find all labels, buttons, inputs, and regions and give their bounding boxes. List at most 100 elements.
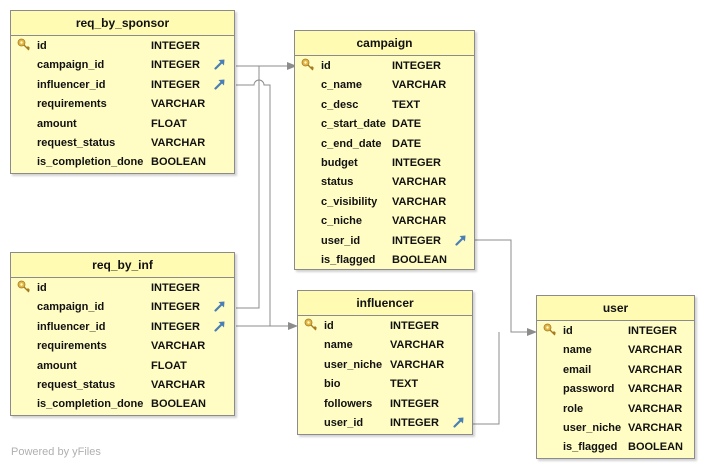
field-name: user_id (324, 417, 364, 429)
field-name: email (563, 363, 592, 376)
field-name: c_desc (321, 98, 359, 111)
field-type: DATE (392, 137, 422, 150)
field-name: name (324, 339, 353, 352)
field-row[interactable]: c_niche VARCHAR (295, 212, 474, 231)
edge-inf-campaign (236, 66, 260, 309)
field-type: VARCHAR (151, 137, 206, 149)
field-name: amount (37, 359, 77, 372)
field-type: INTEGER (390, 397, 439, 410)
primary-key-icon (543, 323, 556, 336)
field-type: VARCHAR (151, 98, 206, 111)
field-type: VARCHAR (628, 383, 683, 396)
field-type: INTEGER (151, 320, 200, 333)
foreign-key-arrow-icon (214, 79, 225, 90)
field-type: INTEGER (628, 325, 677, 337)
field-name: is_completion_done (37, 398, 144, 411)
field-name: is_flagged (321, 254, 376, 266)
field-name: followers (324, 397, 373, 410)
field-name: requirements (37, 98, 107, 111)
primary-key-icon (17, 280, 30, 293)
field-type: INTEGER (151, 59, 200, 72)
field-name: request_status (37, 137, 116, 149)
field-name: status (321, 176, 354, 189)
primary-key-icon (17, 38, 30, 51)
field-type: INTEGER (390, 417, 439, 429)
foreign-key-arrow-icon (453, 417, 464, 428)
field-row[interactable]: request_status VARCHAR (11, 134, 234, 153)
field-name: c_name (321, 79, 362, 92)
field-type: TEXT (390, 378, 419, 391)
field-type: VARCHAR (392, 215, 447, 228)
field-type: VARCHAR (151, 340, 206, 353)
field-name: c_start_date (321, 118, 386, 131)
field-name: influencer_id (37, 320, 106, 333)
field-row[interactable]: requirements VARCHAR (11, 95, 234, 114)
field-type: VARCHAR (392, 79, 447, 92)
field-row[interactable]: is_flagged BOOLEAN (295, 251, 474, 270)
field-name: requirements (37, 340, 107, 353)
edge-campaign-user (475, 239, 537, 336)
table-title: campaign (295, 31, 474, 56)
field-name: c_niche (321, 215, 362, 228)
field-name: budget (321, 157, 358, 169)
field-name: id (321, 60, 331, 72)
field-name: user_id (321, 234, 361, 247)
field-row[interactable]: role VARCHAR (537, 400, 694, 419)
field-row[interactable]: user_id INTEGER (298, 414, 472, 433)
field-name: amount (37, 117, 77, 130)
edge-influencer-user (473, 332, 500, 425)
table-title: req_by_inf (11, 253, 234, 278)
field-type: INTEGER (151, 40, 200, 52)
edge-sponsor-influencer (236, 79, 271, 326)
table-title: req_by_sponsor (11, 11, 234, 36)
field-name: role (563, 402, 584, 415)
field-type: BOOLEAN (392, 254, 447, 266)
foreign-key-arrow-icon (214, 59, 225, 70)
field-type: VARCHAR (628, 344, 683, 357)
field-name: user_niche (324, 358, 383, 371)
field-row[interactable]: c_name VARCHAR (295, 76, 474, 95)
field-type: VARCHAR (628, 402, 683, 415)
field-name: campaign_id (37, 59, 105, 72)
field-row[interactable]: influencer_id INTEGER (11, 318, 234, 337)
field-type: INTEGER (390, 320, 439, 332)
field-row[interactable]: campaign_id INTEGER (11, 56, 234, 75)
table-title: influencer (298, 291, 472, 316)
field-type: BOOLEAN (151, 156, 206, 169)
field-row[interactable]: followers INTEGER (298, 395, 472, 414)
field-row[interactable]: requirements VARCHAR (11, 337, 234, 356)
foreign-key-arrow-icon (214, 321, 225, 332)
